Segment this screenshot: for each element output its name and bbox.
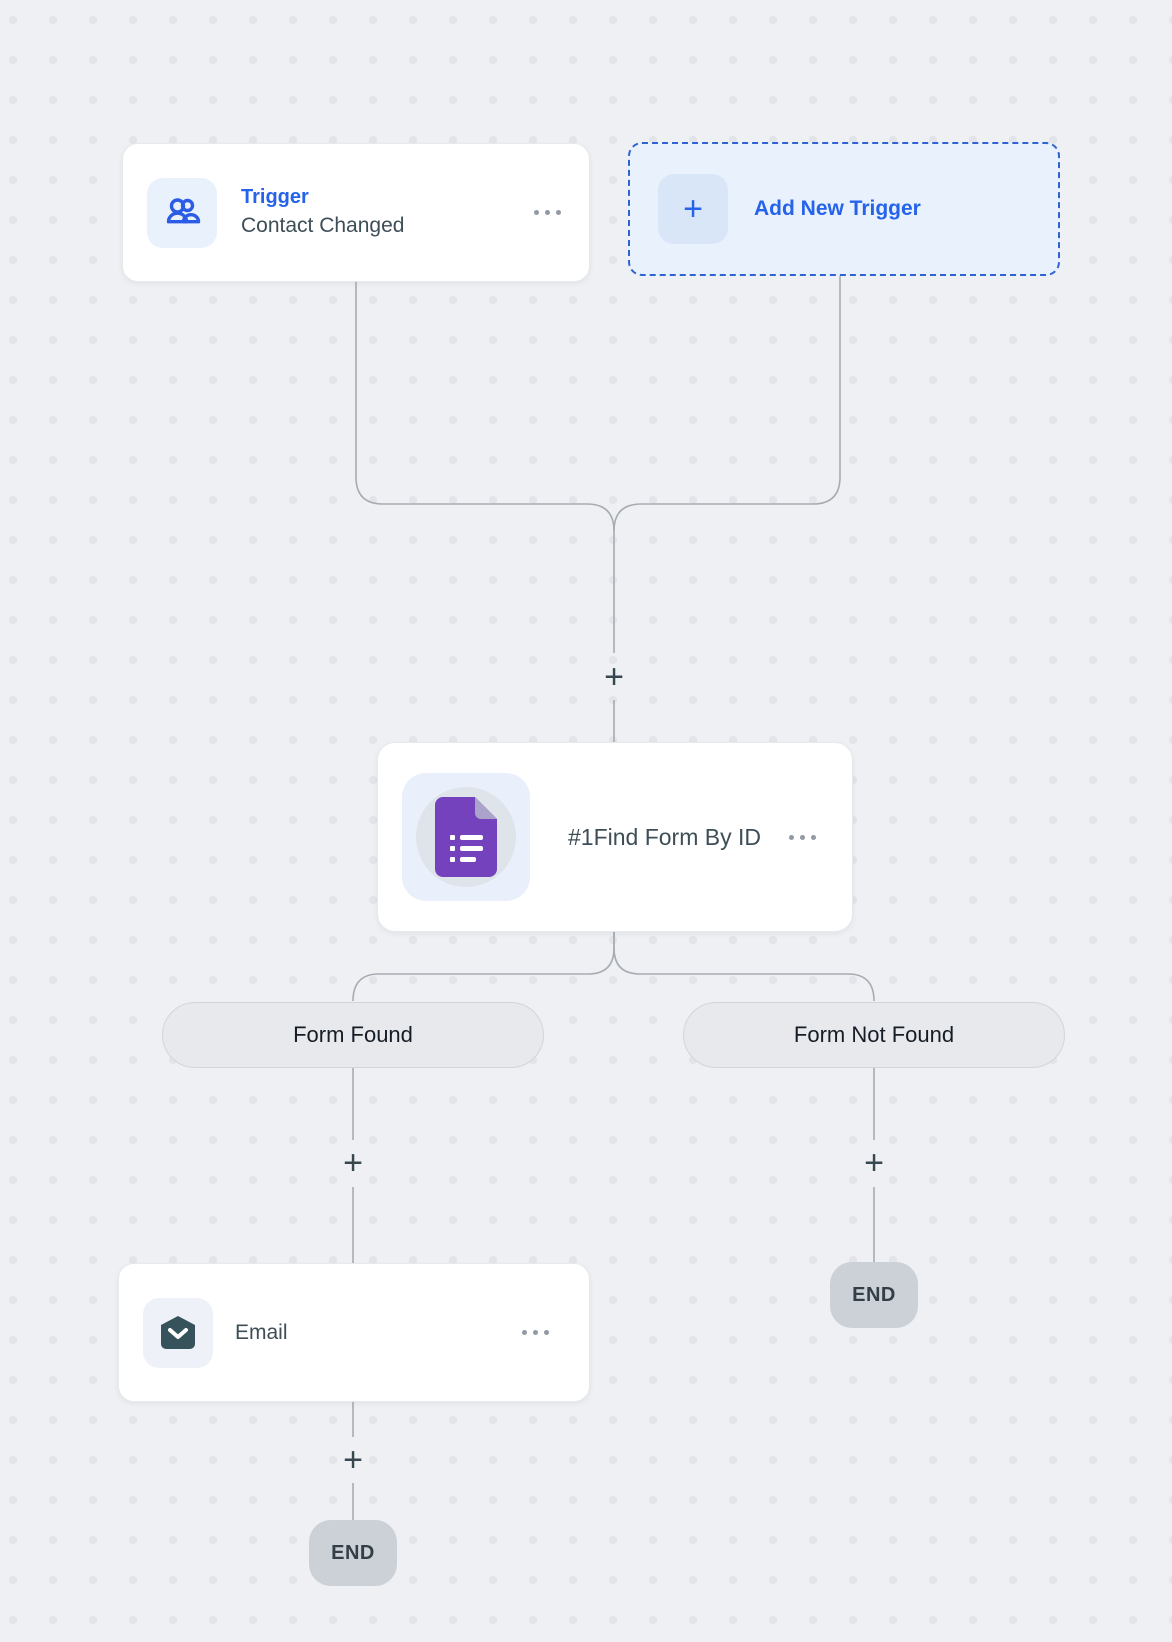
email-node-card[interactable]: Email [118,1263,590,1402]
branch-label-form-not-found: Form Not Found [683,1002,1065,1068]
add-step-plus-merge[interactable]: + [604,658,624,696]
find-form-label: #1Find Form By ID [568,823,761,850]
connector-findform-to-formnotfound [613,932,875,1002]
add-step-plus-below-email[interactable]: + [343,1441,363,1479]
trigger-ellipsis-menu-icon[interactable] [534,210,561,215]
email-ellipsis-menu-icon[interactable] [522,1330,549,1335]
end-terminal-left: END [309,1520,397,1586]
branch-label-form-found: Form Found [162,1002,544,1068]
find-form-node-card[interactable]: #1Find Form By ID [377,742,853,932]
find-form-ellipsis-menu-icon[interactable] [789,834,816,840]
google-forms-icon [435,797,497,877]
email-icon-container [143,1297,213,1368]
add-step-plus-right-branch[interactable]: + [864,1144,884,1182]
find-form-icon-container [402,773,530,901]
connector-addtrigger-to-merge [613,276,841,532]
email-label: Email [235,1320,288,1344]
add-new-trigger-button[interactable]: + Add New Trigger [628,142,1060,276]
users-icon [166,197,201,223]
connector-trigger-to-merge [355,282,615,653]
plus-icon: + [683,190,703,228]
end-right-text: END [852,1283,896,1306]
plus-icon-container: + [658,174,728,244]
trigger-node-card[interactable]: Trigger Contact Changed [122,143,590,282]
trigger-title: Trigger [241,186,309,209]
email-icon [161,1315,195,1349]
add-new-trigger-label: Add New Trigger [754,197,921,220]
trigger-icon-container [147,177,217,248]
connector-findform-to-formfound [352,932,615,1002]
form-not-found-text: Form Not Found [793,1022,955,1047]
form-found-text: Form Found [293,1022,413,1047]
add-step-plus-left-branch[interactable]: + [343,1144,363,1182]
end-terminal-right: END [830,1262,918,1328]
end-left-text: END [331,1541,375,1564]
trigger-text-block: Trigger Contact Changed [241,185,404,239]
trigger-subtitle: Contact Changed [241,214,405,238]
